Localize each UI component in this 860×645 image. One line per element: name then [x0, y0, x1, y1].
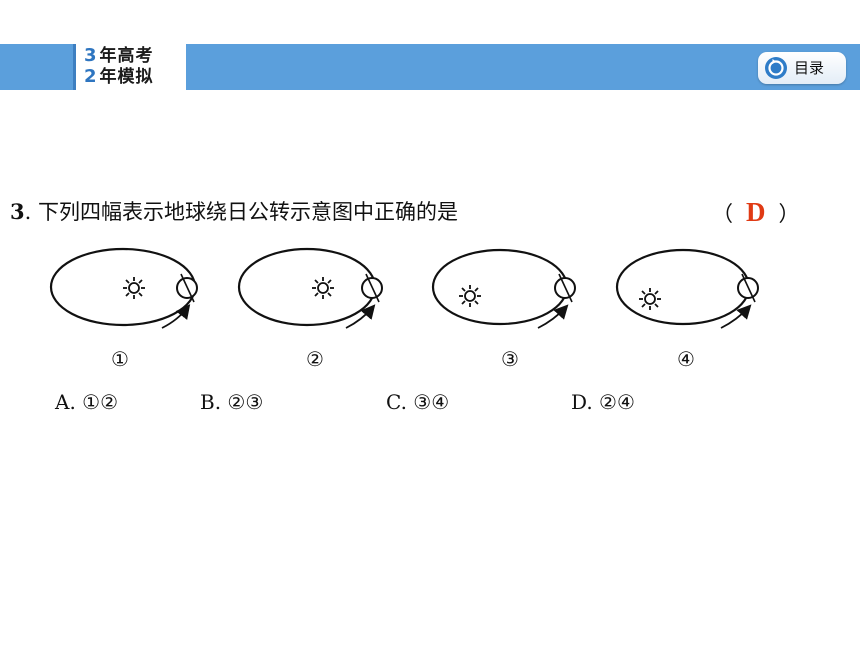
option-d[interactable]: D. ②④ — [571, 390, 635, 414]
orbit-arrow — [537, 304, 569, 329]
earth-icon — [361, 273, 383, 303]
orbit-figure: ① ② — [49, 247, 759, 371]
brand-text-2: 年模拟 — [99, 67, 154, 87]
orbit-arrow — [345, 304, 376, 329]
panel-label: ④ — [677, 347, 695, 371]
orbit-panel-4: ④ — [615, 248, 759, 371]
sun-icon — [459, 285, 481, 307]
earth-icon — [737, 273, 759, 303]
option-a[interactable]: A. ①② — [55, 390, 119, 414]
bracket-open: （ — [712, 202, 733, 226]
sun-icon — [123, 277, 145, 299]
earth-icon — [554, 273, 576, 303]
answer-box: （ D ） — [712, 197, 800, 229]
toc-label: 目录 — [794, 59, 825, 77]
orbit-panel-1: ① — [49, 247, 198, 371]
question-text: 3. 下列四幅表示地球绕日公转示意图中正确的是 — [10, 197, 458, 227]
sun-icon — [312, 277, 334, 299]
orbit-arrow — [161, 304, 191, 329]
question-number: 3 — [10, 199, 25, 224]
bracket-close: ） — [778, 202, 800, 226]
option-c[interactable]: C. ③④ — [386, 390, 450, 414]
option-b[interactable]: B. ②③ — [200, 390, 264, 414]
panel-label: ② — [306, 347, 324, 371]
question-stem: . 下列四幅表示地球绕日公转示意图中正确的是 — [24, 200, 458, 224]
panel-label: ③ — [501, 347, 519, 371]
toc-back-icon — [765, 57, 787, 79]
orbit-arrow — [720, 304, 752, 329]
brand-number-2: 2 — [84, 66, 98, 87]
brand-text-1: 年高考 — [99, 46, 154, 66]
sun-icon — [639, 288, 661, 310]
earth-icon — [176, 273, 198, 303]
brand-number-3: 3 — [84, 45, 98, 66]
answer-letter: D — [746, 197, 766, 227]
toc-button[interactable]: 目录 — [758, 52, 846, 84]
orbit-panel-3: ③ — [431, 248, 576, 371]
panel-label: ① — [111, 347, 129, 371]
orbit-panel-2: ② — [237, 247, 383, 371]
